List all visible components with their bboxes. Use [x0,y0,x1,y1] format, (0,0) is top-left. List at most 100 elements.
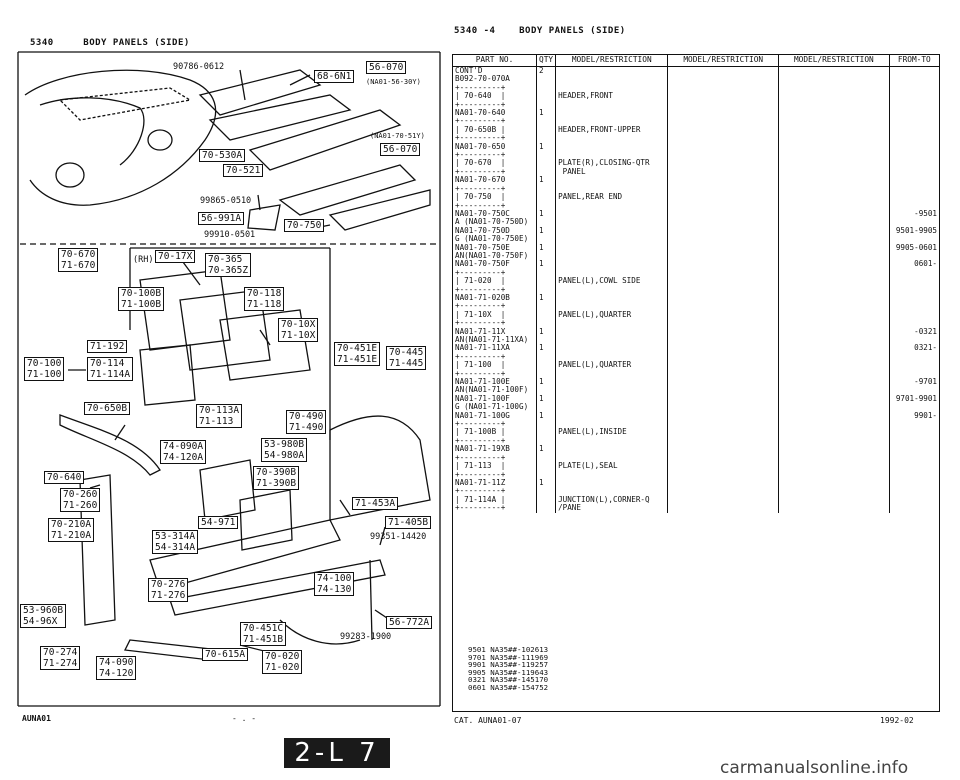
table-cell [667,453,780,488]
table-row: +---------+ | 70-750 | +---------+ NA01-… [452,184,941,227]
table-cell [778,83,890,118]
table-cell: +---------+ | 70-750 | +---------+ NA01-… [452,184,537,227]
part-number: 71-10X [281,330,316,341]
table-row: +---------+ | 71-113 | +---------+ NA01-… [452,453,941,488]
table-cell: NA01-71-100F G (NA01-71-100G) [452,394,537,412]
part-callout: 70-640 [44,471,85,484]
table-cell: JUNCTION(L),CORNER-Q /PANE [555,487,669,513]
part-number: 74-090A [163,441,204,452]
part-number: 70-490 [289,411,324,422]
part-number: 70-113A [199,405,240,416]
table-cell: 0601- [888,259,941,269]
right-section-code: 5340 -4 [454,26,496,36]
table-cell: 1 [535,243,557,261]
table-cell [888,453,941,488]
table-row: +---------+ | 71-114A | +---------+ JUNC… [452,487,941,513]
part-callout: 56-070 [366,61,407,74]
part-callout: 70-750 [284,219,325,232]
part-number: 70-451E [337,343,378,354]
table-cell [888,117,941,152]
part-callout: 70-650B [84,402,131,415]
part-callout: 71-192 [87,340,128,353]
table-cell: 1 [535,259,557,269]
part-callout: 56-070 [380,143,421,156]
table-cell: PANEL(L),INSIDE [555,420,669,454]
parts-table: PART NO. QTY MODEL/RESTRICTION MODEL/RES… [452,54,941,513]
part-number: 74-100 [317,573,352,584]
table-cell [888,487,941,513]
part-callout: 99283-1900 [340,632,392,642]
table-cell [667,151,780,185]
part-number: 74-090 [99,657,134,668]
part-number: 70-020 [265,651,300,662]
part-number: 54-980A [264,450,305,461]
table-cell [778,260,890,269]
table-cell [778,411,890,421]
right-page-header: 5340 -4 BODY PANELS (SIDE) [454,26,626,36]
table-cell: 1 [535,83,557,118]
part-number: 54-96X [23,616,58,627]
table-cell: 1 [535,343,557,353]
part-number: 53-980B [264,439,305,450]
table-cell: +---------+ | 71-100 | +---------+ NA01-… [452,352,537,395]
table-cell [778,66,890,84]
part-callout: 68-6N1 [314,70,355,83]
table-cell: +---------+ | 70-670 | +---------+ NA01-… [452,150,537,185]
column-header: MODEL/RESTRICTION [778,54,890,67]
table-cell: 1 [535,453,557,488]
table-cell [667,268,780,303]
table-cell: 9901- [888,411,941,421]
table-cell: +---------+ | 71-113 | +---------+ NA01-… [452,453,537,488]
part-number: 70-365Z [208,265,249,276]
left-page-header: 5340 BODY PANELS (SIDE) [30,38,190,48]
table-row: +---------+ | 70-650B | +---------+ NA01… [452,117,941,152]
part-number: 71-114A [90,369,131,380]
part-callout: 71-405B [385,516,432,529]
table-cell [888,420,941,454]
table-header-row: PART NO. QTY MODEL/RESTRICTION MODEL/RES… [452,54,941,67]
part-number: 74-120A [163,452,204,463]
column-header: MODEL/RESTRICTION [555,54,669,67]
part-callout: 90786-0612 [173,62,225,72]
table-cell [667,243,780,261]
table-cell: 9501-9905 [888,226,941,244]
table-cell [555,394,669,412]
table-cell [667,411,780,421]
table-cell: NA01-70-750E AN(NA01-70-750F) [452,243,537,261]
table-cell [888,83,941,118]
part-note: (RH) [133,255,154,265]
part-number: 71-100B [121,299,162,310]
table-cell [778,394,890,412]
table-cell [888,66,941,84]
part-number: 71-210A [51,530,92,541]
table-cell [778,420,890,454]
footer-left-code: AUNA01 [22,714,51,723]
part-number: 71-113 [199,416,234,427]
part-number: 70-274 [43,647,78,658]
table-cell: PLATE(L),SEAL [555,453,669,488]
part-callout: 70-615A [202,648,249,661]
part-number: 70-276 [151,579,186,590]
part-number: 70-365 [208,254,243,265]
table-cell [667,344,780,353]
part-number: 70-114 [90,358,125,369]
table-cell: -9501 [888,184,941,227]
table-cell: PANEL(L),QUARTER [555,352,669,395]
part-number: 70-260 [63,489,98,500]
table-cell [778,151,890,185]
table-cell [667,420,780,454]
part-number: 70-100B [121,288,162,299]
column-header: MODEL/RESTRICTION [667,54,780,67]
table-cell [778,352,890,395]
watermark: carmanualsonline.info [720,758,909,778]
table-cell: PANEL(L),COWL SIDE [555,268,669,303]
part-number: 70-390B [256,467,297,478]
